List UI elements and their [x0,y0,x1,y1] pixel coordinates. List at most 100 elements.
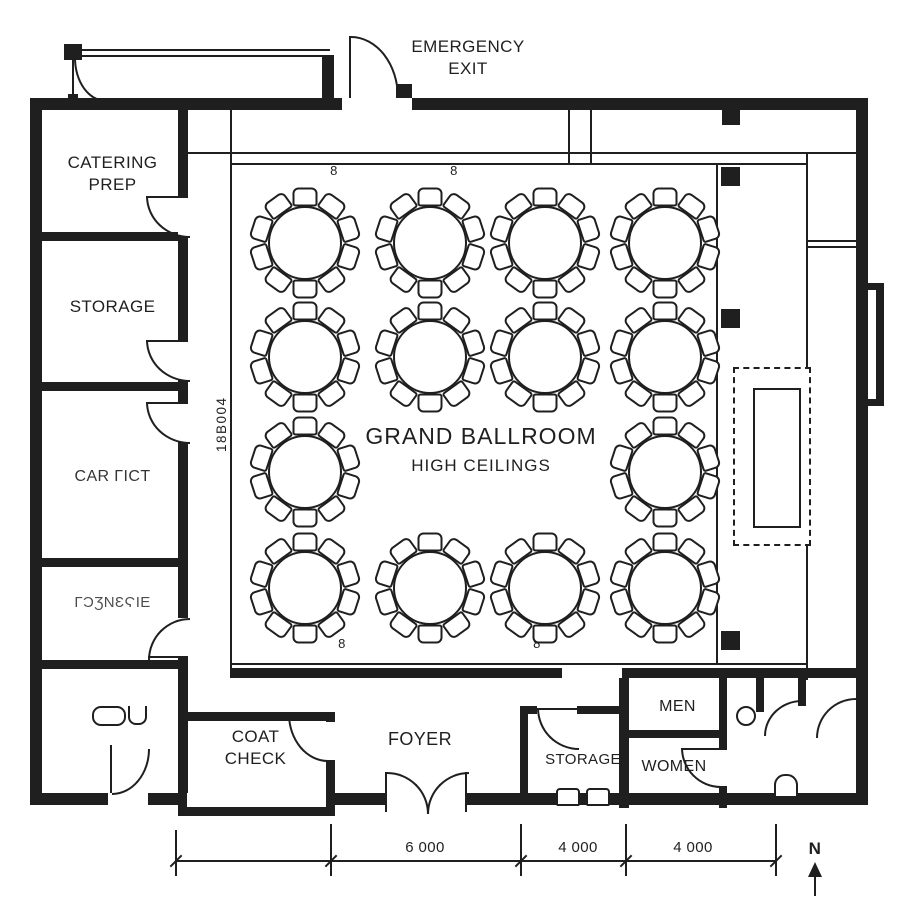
coat-check-label: COAT CHECK [193,726,318,771]
banquet-table [370,528,490,648]
wall [148,793,180,805]
table-circle [268,551,342,625]
chair [417,532,443,552]
wall [178,380,188,402]
seat-count: 8 [533,636,541,651]
men-label: MEN [659,698,696,715]
storage-west-label: STORAGE [69,297,156,316]
chair [652,508,678,528]
ballroom-note: HIGH CEILINGS [411,456,551,475]
chair [652,393,678,413]
wall [876,283,884,406]
room-west-3-label: CAR ΓICT [74,468,151,485]
door-leaf [110,745,112,793]
table-circle [628,551,702,625]
chair [532,279,558,299]
canopy-line [77,49,330,51]
chair [532,187,558,207]
wall [856,110,868,805]
door-leaf [349,36,351,98]
emergency-exit-label: EMERGENCY EXIT [393,36,543,81]
corridor-line [230,110,232,678]
table-circle [508,206,582,280]
emergency-exit-line2: EXIT [448,59,488,79]
wall [622,668,856,678]
wall [230,668,562,678]
plan-code: 18B004 [214,396,229,452]
ballroom-line [230,163,808,165]
ceiling-line [568,110,570,165]
chair [652,279,678,299]
catering-prep-line1: CATERING [67,153,158,172]
table-circle [508,320,582,394]
banquet-table [370,183,490,303]
chair [292,508,318,528]
window-line [806,240,856,242]
ballroom-line [716,163,718,665]
extension-line [625,824,627,876]
window-line [806,246,856,248]
banquet-table [485,528,605,648]
chair [652,624,678,644]
banquet-table [245,528,365,648]
dimension-value: 4 000 [558,839,598,856]
column-marker [722,110,740,125]
banquet-table [245,183,365,303]
wall [326,760,335,816]
chair [652,301,678,321]
chair [532,393,558,413]
chair [652,187,678,207]
wall [178,110,188,196]
north-arrow [814,874,816,896]
table-circle [268,320,342,394]
wall [577,706,627,714]
wall [520,706,528,805]
banquet-table [605,297,725,417]
door-arc [387,772,429,814]
toilet-base [769,796,801,803]
wall [798,678,806,706]
ballroom-line [230,663,808,665]
column-marker [721,631,740,650]
storage-bin [586,788,610,806]
chair [417,624,443,644]
chair [417,393,443,413]
wall [396,84,412,98]
sink-circle [736,706,756,726]
chair [652,416,678,436]
column-marker [721,309,740,328]
table-circle [268,435,342,509]
emergency-exit-line1: EMERGENCY [411,37,525,56]
door-arc [816,698,856,738]
door-arc [148,618,190,660]
banquet-table [485,183,605,303]
wall [30,98,342,110]
counter-pill [92,706,126,726]
ballroom-name: GRAND BALLROOM [365,423,597,449]
wall [868,283,882,290]
door-arc [351,36,399,98]
coat-check-line1: COAT [231,727,280,746]
table-circle [628,320,702,394]
seat-count: 8 [330,163,338,178]
coat-check-line2: CHECK [224,749,287,769]
wall [68,94,78,102]
door-leaf [385,772,387,812]
table-circle [393,320,467,394]
toilet-fixture [774,774,798,800]
wall [178,712,335,721]
door-arc [537,708,579,750]
banquet-table [485,297,605,417]
door-arc [112,749,150,795]
column-marker [64,44,82,60]
wall [756,678,764,712]
wall [412,98,868,110]
chair [292,393,318,413]
wall [30,793,108,805]
dimension-value: 4 000 [673,839,713,856]
foyer-label: FOYER [387,729,452,749]
wall [868,399,882,406]
extension-line [775,824,777,876]
wall [42,382,178,391]
